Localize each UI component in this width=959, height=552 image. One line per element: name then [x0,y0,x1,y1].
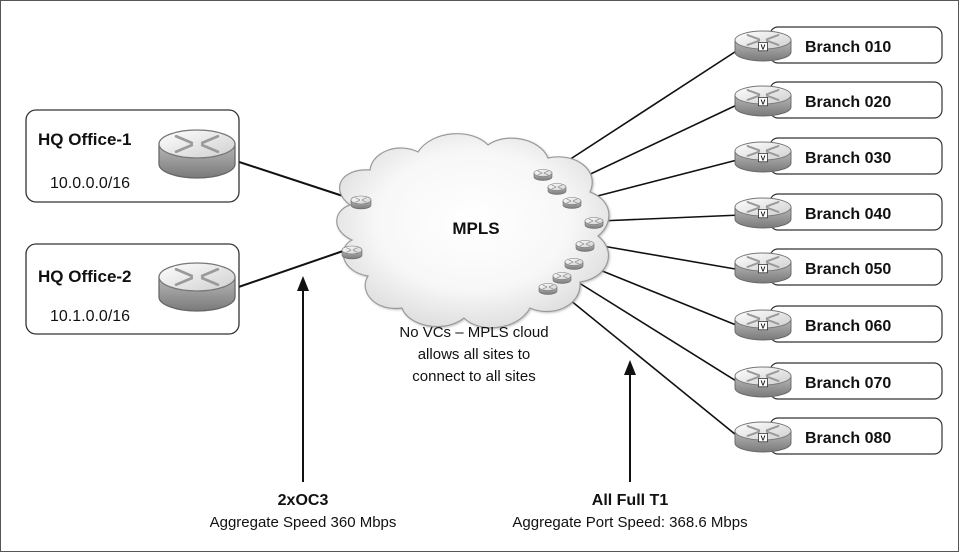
branch-link-2 [562,102,742,188]
branch-2: Branch 020 [769,81,943,119]
branch-name-2: Branch 020 [805,94,891,111]
vpn-router-icon: V [734,85,792,117]
hq-link-1 [226,157,356,201]
left-annotation-subtitle: Aggregate Speed 360 Mbps [210,514,397,531]
vpn-router-icon: V [734,309,792,341]
vpn-router-icon: V [734,366,792,398]
svg-text:V: V [761,154,766,162]
cloud-note-line-3: connect to all sites [412,368,535,385]
svg-text:V: V [761,43,766,51]
branch-link-8 [553,286,742,440]
vpn-router-icon: V [734,252,792,284]
hq-office-2-subnet: 10.1.0.0/16 [50,308,130,325]
branch-5: Branch 050 [769,248,943,286]
connection-lines [226,47,742,440]
router-icon [350,195,372,210]
vpn-router-icon: V [734,141,792,173]
router-icon [562,197,582,209]
svg-text:V: V [761,434,766,442]
router-layer: V V V V V V V V [158,30,792,453]
router-icon [158,129,236,179]
router-icon [538,283,558,295]
branch-name-8: Branch 080 [805,430,891,447]
svg-text:V: V [761,210,766,218]
svg-text:V: V [761,379,766,387]
right-speed-arrow [624,360,636,482]
branch-name-3: Branch 030 [805,150,891,167]
router-icon [341,245,363,260]
left-annotation-title: 2xOC3 [278,492,329,509]
branch-link-5 [590,243,742,271]
vpn-router-icon: V [734,421,792,453]
branch-name-4: Branch 040 [805,206,891,223]
branch-6: Branch 060 [769,305,943,343]
branch-link-3 [577,158,742,202]
branch-7: Branch 070 [769,362,943,400]
branch-link-7 [567,275,742,385]
hq-link-2 [226,249,347,292]
branch-name-7: Branch 070 [805,375,891,392]
router-icon [547,183,567,195]
branch-4: Branch 040 [769,193,943,231]
branch-3: Branch 030 [769,137,943,175]
right-annotation-title: All Full T1 [592,492,669,509]
cloud-note-line-2: allows all sites to [418,346,531,363]
cloud-icon [336,133,610,329]
branch-8: Branch 080 [769,417,943,455]
cloud-label: MPLS [452,219,499,238]
router-icon [552,272,572,284]
svg-text:V: V [761,322,766,330]
router-icon [533,169,553,181]
vpn-router-icon: V [734,30,792,62]
hq-office-1-subnet: 10.0.0.0/16 [50,175,130,192]
svg-text:V: V [761,265,766,273]
router-icon [584,217,604,229]
branch-name-1: Branch 010 [805,39,891,56]
svg-text:V: V [761,98,766,106]
right-annotation-subtitle: Aggregate Port Speed: 368.6 Mbps [512,514,747,531]
branch-link-6 [579,261,742,328]
branch-link-1 [548,47,742,174]
branch-name-5: Branch 050 [805,261,891,278]
router-icon [158,262,236,312]
vpn-router-icon: V [734,197,792,229]
branch-1: Branch 010 [769,26,943,64]
hq-office-2-name: HQ Office-2 [38,267,132,286]
branch-name-6: Branch 060 [805,318,891,335]
router-icon [564,258,584,270]
mpls-cloud [336,133,610,329]
router-icon [575,240,595,252]
hq-office-1-name: HQ Office-1 [38,130,132,149]
left-speed-arrow [297,276,309,482]
cloud-note-line-1: No VCs – MPLS cloud [399,324,548,341]
branch-link-4 [599,214,742,222]
